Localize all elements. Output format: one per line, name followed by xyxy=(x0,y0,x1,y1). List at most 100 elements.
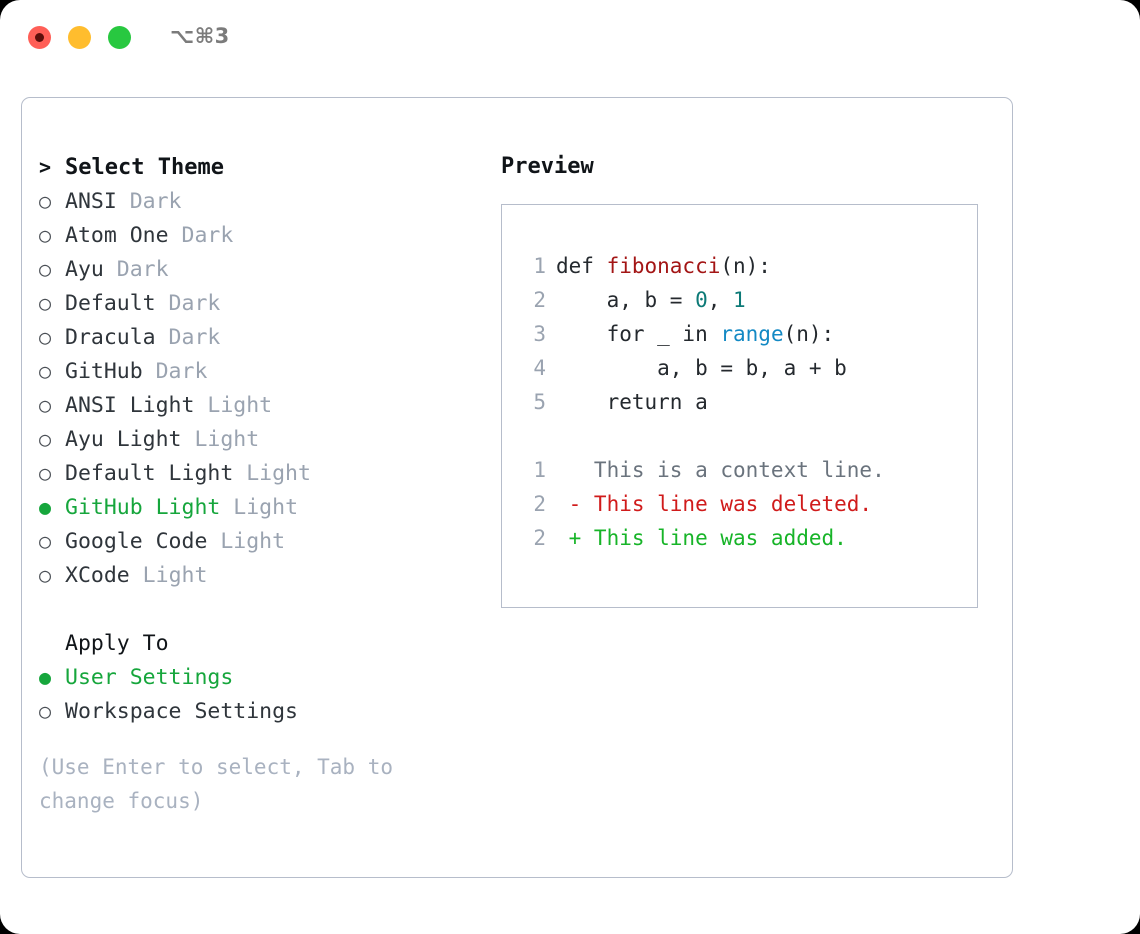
title-bar: ⌥⌘3 xyxy=(0,0,1140,76)
theme-kind-badge: Dark xyxy=(142,359,208,384)
list-spacer xyxy=(39,592,479,626)
radio-unselected-icon: ○ xyxy=(39,427,52,451)
theme-name: ANSI Light xyxy=(65,393,195,418)
diff-line-number: 2 xyxy=(533,492,546,516)
code-token-plain: for _ in xyxy=(556,322,721,346)
radio-unselected-icon: ○ xyxy=(39,563,52,587)
diff-line: 2 + This line was added. xyxy=(502,521,977,555)
apply-to-header: ○Apply To xyxy=(39,626,479,660)
page-title: Select Theme xyxy=(65,155,224,180)
theme-list-item[interactable]: ○ Default Dark xyxy=(39,286,479,320)
theme-list-item[interactable]: ○ XCode Light xyxy=(39,558,479,592)
theme-kind-badge: Dark xyxy=(155,325,221,350)
theme-kind-badge: Light xyxy=(233,461,311,486)
code-line: 5 return a xyxy=(502,385,977,419)
apply-to-options: ●User Settings○Workspace Settings xyxy=(39,660,479,728)
radio-unselected-icon: ○ xyxy=(39,223,52,247)
keyboard-shortcut-label: ⌥⌘3 xyxy=(170,24,230,48)
code-line-number: 2 xyxy=(533,288,546,312)
theme-list-item[interactable]: ○Dracula Dark xyxy=(39,320,479,354)
theme-kind-badge: Dark xyxy=(168,223,234,248)
apply-to-label: Apply To xyxy=(65,631,169,656)
theme-list-item[interactable]: ○GitHub Dark xyxy=(39,354,479,388)
radio-unselected-icon: ○ xyxy=(39,393,52,417)
theme-name: Atom One xyxy=(65,223,169,248)
theme-list-item[interactable]: ○ Ayu Light Light xyxy=(39,422,479,456)
code-token-num: 1 xyxy=(733,288,746,312)
theme-list-item[interactable]: ○ ANSI Light Light xyxy=(39,388,479,422)
theme-list-header: > Select Theme xyxy=(39,150,479,184)
radio-unselected-icon: ○ xyxy=(39,359,52,383)
diff-line: 1 This is a context line. xyxy=(502,453,977,487)
apply-to-option[interactable]: ●User Settings xyxy=(39,660,479,694)
theme-kind-badge: Dark xyxy=(116,189,182,214)
theme-name: Ayu Light xyxy=(65,427,182,452)
main-panel: >Select Theme ○ANSI Dark○Atom One Dark○A… xyxy=(21,97,1013,878)
theme-name: ANSI xyxy=(65,189,117,214)
radio-selected-icon: ● xyxy=(39,495,52,519)
radio-unselected-icon: ○ xyxy=(39,325,52,349)
radio-unselected-icon: ○ xyxy=(39,291,52,315)
radio-selected-icon: ● xyxy=(39,665,52,689)
theme-name: Default xyxy=(65,291,156,316)
radio-unselected-icon: ○ xyxy=(39,189,52,213)
minimize-button[interactable] xyxy=(68,26,91,49)
theme-name: XCode xyxy=(65,563,130,588)
code-token-plain: a, b = b, a + b xyxy=(556,356,847,380)
radio-unselected-icon: ○ xyxy=(39,699,52,723)
theme-kind-badge: Light xyxy=(181,427,260,452)
diff-line-text: This is a context line. xyxy=(556,458,885,482)
diff-line-number: 2 xyxy=(533,526,546,550)
prompt-caret-icon: > xyxy=(39,155,52,179)
theme-list-item[interactable]: ○ Default Light Light xyxy=(39,456,479,490)
record-dot-icon xyxy=(35,33,44,42)
theme-kind-badge: Light xyxy=(207,529,286,554)
theme-kind-badge: Dark xyxy=(103,257,169,282)
theme-list-item[interactable]: ○ Ayu Dark xyxy=(39,252,479,286)
theme-name: GitHub Light xyxy=(65,495,221,520)
code-line: 4 a, b = b, a + b xyxy=(502,351,977,385)
preview-title: Preview xyxy=(501,154,594,179)
code-sample: 1 def fibonacci (n): 2 a, b = 0, 1 3 for _ i… xyxy=(502,249,977,419)
preview-box: 1 def fibonacci (n): 2 a, b = 0, 1 3 for _ i… xyxy=(501,204,978,608)
diff-line: 2 - This line was deleted. xyxy=(502,487,977,521)
code-line-number: 3 xyxy=(533,322,546,346)
code-token-plain: a, b = xyxy=(556,288,696,312)
theme-list-item[interactable]: ○ Google Code Light xyxy=(39,524,479,558)
code-token-plain: return a xyxy=(556,390,708,414)
code-token-num: 0 xyxy=(695,288,708,312)
code-line: 2 a, b = 0, 1 xyxy=(502,283,977,317)
theme-name: Default Light xyxy=(65,461,234,486)
theme-kind-badge: Light xyxy=(194,393,273,418)
theme-kind-badge: Light xyxy=(129,563,208,588)
apply-to-marker-placeholder: ○ xyxy=(39,626,65,660)
code-token-func: fibonacci xyxy=(606,254,721,278)
theme-list-item[interactable]: ○ Atom One Dark xyxy=(39,218,479,252)
preview-spacer xyxy=(502,419,977,453)
code-token-builtin: range xyxy=(720,322,784,346)
code-line-number: 4 xyxy=(533,356,546,380)
diff-line-number: 1 xyxy=(533,458,546,482)
theme-selection-column: >Select Theme ○ANSI Dark○Atom One Dark○A… xyxy=(39,150,479,818)
apply-to-option[interactable]: ○Workspace Settings xyxy=(39,694,479,728)
code-token-plain: def xyxy=(556,254,607,278)
theme-name: Google Code xyxy=(65,529,208,554)
theme-kind-badge: Dark xyxy=(155,291,221,316)
maximize-button[interactable] xyxy=(108,26,131,49)
code-token-plain: , xyxy=(707,288,734,312)
keyboard-hint-text: (Use Enter to select, Tab to change focu… xyxy=(39,755,394,813)
code-line-number: 1 xyxy=(533,254,546,278)
radio-unselected-icon: ○ xyxy=(39,257,52,281)
theme-list-item[interactable]: ●GitHub Light Light xyxy=(39,490,479,524)
code-line-number: 5 xyxy=(533,390,546,414)
theme-list-item[interactable]: ○ ANSI Dark xyxy=(39,184,479,218)
radio-unselected-icon: ○ xyxy=(39,461,52,485)
theme-list: ○ ANSI Dark ○ Atom One Dark ○ Ayu Dark ○ Defaul… xyxy=(39,184,479,592)
diff-line-text: - This line was deleted. xyxy=(556,492,873,516)
code-token-plain: (n): xyxy=(783,322,835,346)
theme-name: Ayu xyxy=(65,257,104,282)
radio-unselected-icon: ○ xyxy=(39,529,52,553)
diff-sample: 1 This is a context line.2 - This line w… xyxy=(502,453,977,555)
